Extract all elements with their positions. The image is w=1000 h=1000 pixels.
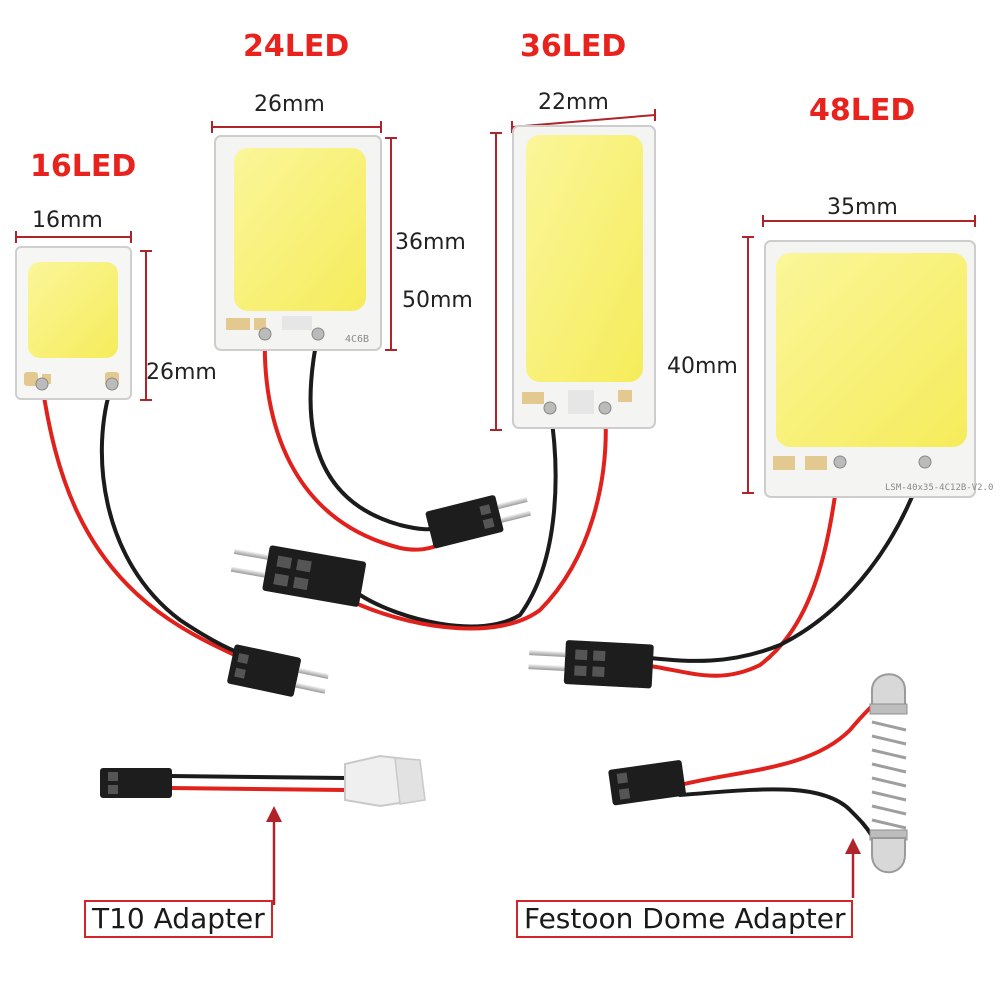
title-36led: 36LED (520, 29, 627, 64)
board-36led (512, 125, 656, 429)
title-16led: 16LED (30, 149, 137, 184)
height-label-16led: 26mm (146, 360, 217, 385)
pcb-code-48led: LSM-40x35-4C12B-V2.0 (885, 483, 993, 493)
board-24led: 4C6B (214, 135, 382, 351)
width-label-16led: 16mm (32, 208, 103, 233)
height-label-36led: 50mm (402, 288, 473, 313)
height-label-24led: 36mm (395, 230, 466, 255)
width-label-48led: 35mm (827, 195, 898, 220)
pointer-arrows (266, 806, 861, 905)
t10-adapter-label: T10 Adapter (84, 900, 273, 938)
festoon-adapter-label: Festoon Dome Adapter (516, 900, 854, 938)
title-48led: 48LED (809, 93, 916, 128)
wires (40, 332, 927, 838)
width-label-36led: 22mm (538, 90, 609, 115)
board-16led (15, 246, 132, 400)
dimension-lines (15, 109, 976, 494)
title-24led: 24LED (243, 29, 350, 64)
connectors (100, 495, 686, 806)
board-48led: LSM-40x35-4C12B-V2.0 (764, 240, 993, 498)
width-label-24led: 26mm (254, 92, 325, 117)
t10-socket (344, 754, 426, 808)
height-label-48led: 40mm (667, 354, 738, 379)
pcb-code-24led: 4C6B (345, 334, 369, 345)
festoon-dome (869, 673, 908, 874)
